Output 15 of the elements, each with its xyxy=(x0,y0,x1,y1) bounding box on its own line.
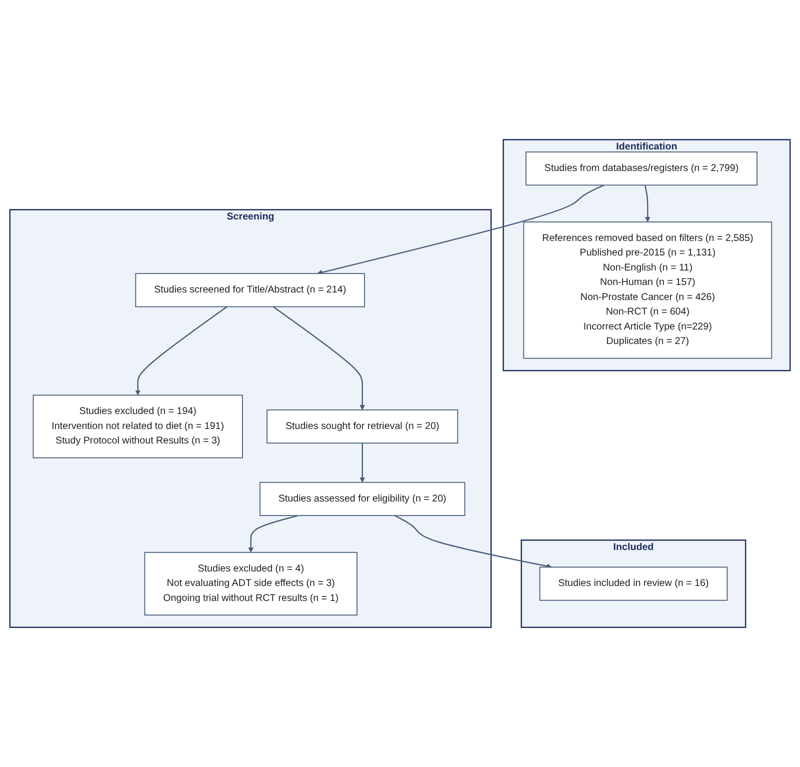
node-box: Studies excluded (n = 194) Intervention not related to diet (n = 191) Study Protocol without Results (n = 3) xyxy=(32,394,243,458)
node-box: Studies included in review (n = 16) xyxy=(539,566,728,601)
node-box: Studies from databases/registers (n = 2,799) xyxy=(526,151,758,186)
node-box: Studies excluded (n = 4) Not evaluating ADT side effects (n = 3) Ongoing trial without RCT results (n = 1) xyxy=(144,552,358,616)
arrow xyxy=(644,184,650,222)
node-box: Studies assessed for eligibility (n = 20) xyxy=(259,482,466,516)
arrow xyxy=(394,515,552,569)
arrow xyxy=(248,514,298,553)
arrow xyxy=(317,184,604,275)
node-box: Studies screened for Title/Abstract (n = 214) xyxy=(135,273,365,308)
arrow xyxy=(272,306,366,410)
arrow xyxy=(360,443,366,483)
node-box: Studies sought for retrieval (n = 20) xyxy=(266,409,458,444)
node-box: References removed based on filters (n = 2,585) Published pre-2015 (n = 1,131) Non-English (n = 11) Non-Human (n = 157) Non-Prostate Cancer (n = 426) Non-RCT (n = 604) Incorrect Article Type (n=229) Duplicates (n = 27) xyxy=(523,222,772,359)
arrow xyxy=(135,306,228,396)
